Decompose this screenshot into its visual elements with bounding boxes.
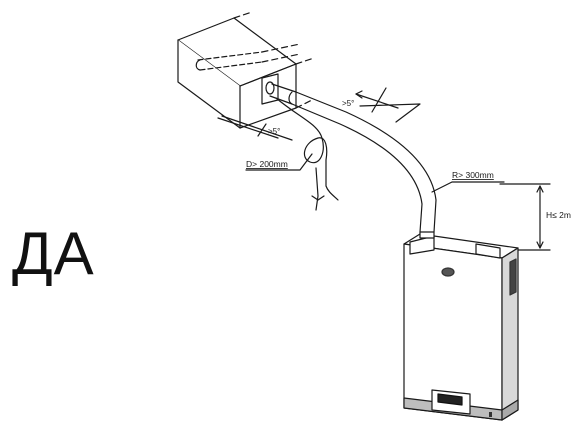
bend-radius-label: R> 300mm [452, 170, 494, 180]
logo-badge [441, 267, 455, 277]
flue-pipe [269, 83, 437, 233]
slope-label-upper: >5° [342, 99, 354, 108]
yes-label: ДА [12, 220, 95, 287]
connection-plate [261, 73, 279, 105]
slope-label-lower: >5° [268, 127, 280, 136]
slope-arrow-lower [217, 115, 293, 141]
height-limit-label: H≤ 2m [546, 210, 571, 220]
radius-leader [431, 181, 505, 193]
condensate-loop [275, 97, 339, 211]
boiler-unit [403, 231, 519, 421]
loop-leader [245, 153, 313, 171]
slope-arrow-upper [355, 87, 421, 123]
loop-diameter-label: D> 200mm [246, 159, 288, 169]
flue-duct [177, 11, 315, 129]
